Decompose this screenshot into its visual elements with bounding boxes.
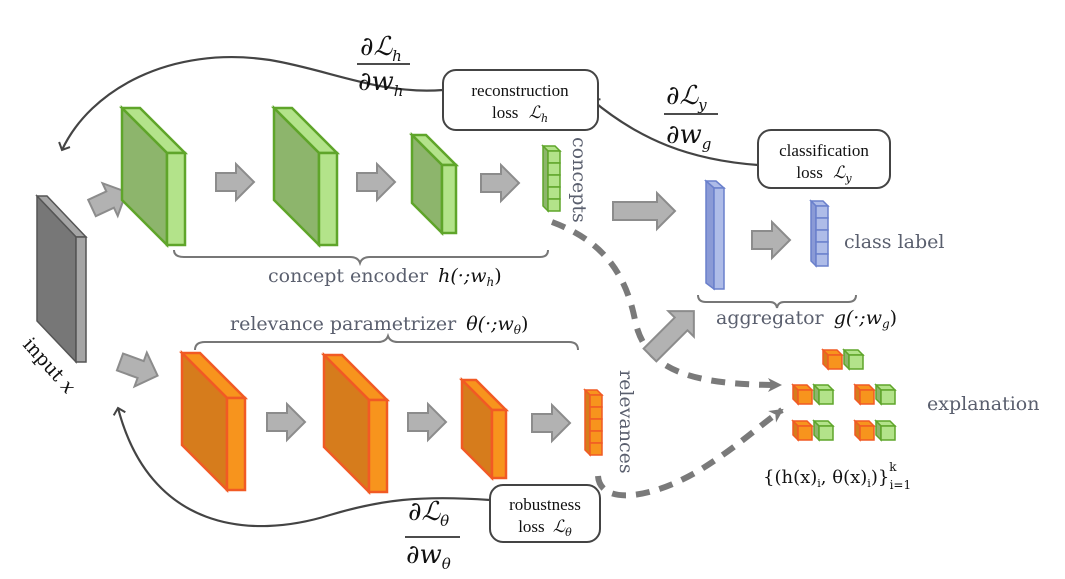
block-arrow [612, 190, 677, 232]
svg-text:robustness: robustness [509, 495, 581, 514]
input-layer [35, 194, 88, 364]
block-arrow [356, 161, 397, 203]
svg-text:loss ℒh: loss ℒh [492, 103, 548, 125]
svg-text:loss ℒθ: loss ℒθ [518, 517, 572, 539]
vector-cell [589, 430, 603, 444]
relevance-cube [791, 383, 814, 406]
vector-cell [547, 186, 561, 200]
concept-cube [842, 348, 865, 371]
vector-cell [589, 406, 603, 420]
aggregator-brace [697, 294, 857, 309]
gradient-arrow-robustness [112, 406, 491, 528]
svg-text:∂ℒy: ∂ℒy [666, 81, 707, 114]
relevances-vector-shape [583, 388, 604, 457]
relevance-layer-2 [320, 351, 391, 496]
block-arrow [407, 401, 448, 443]
svg-text:∂wθ: ∂wθ [406, 540, 451, 573]
relevance-cube [853, 419, 876, 442]
concept-encoder-label: concept encoder h(·;wh) [268, 265, 502, 289]
concept-cube [812, 419, 835, 442]
gradient-arrow-classification [590, 98, 759, 167]
reconstruction-loss-box: reconstruction loss ℒh [442, 69, 599, 131]
concepts-vector-shape [541, 144, 562, 213]
concept-layer-3 [408, 131, 460, 237]
block-arrow [642, 310, 695, 363]
concept-layer-1 [118, 104, 189, 249]
classification-loss-box: classification loss ℒy [757, 129, 891, 189]
gradient-fraction-reconstruction: ∂ℒh ∂wh [357, 32, 410, 100]
vector-cell [589, 442, 603, 456]
vector-cell [815, 217, 829, 231]
block-arrow [215, 161, 256, 203]
vector-cell [815, 229, 829, 243]
vector-cell [547, 174, 561, 188]
vector-cell [589, 394, 603, 408]
relevances-vector [583, 388, 604, 457]
concept-encoder-brace [173, 249, 549, 267]
concept-layer-2 [270, 104, 341, 249]
block-arrow [531, 402, 572, 444]
dashed-arrow-concepts-to-explanation [550, 219, 782, 392]
svg-text:reconstruction: reconstruction [471, 81, 569, 100]
relevance-parametrizer-label: relevance parametrizer θ(·;wθ) [230, 313, 528, 337]
explanation-cube-pairs [791, 348, 897, 442]
gradient-arrow-reconstruction [58, 56, 444, 152]
relevance-parametrizer-brace [194, 332, 579, 351]
vector-cell [815, 241, 829, 255]
gradient-fraction-classification: ∂ℒy ∂wg [664, 81, 718, 153]
concept-cube [874, 419, 897, 442]
relevance-layer-3 [458, 376, 510, 482]
block-arrow [86, 181, 128, 219]
vector-cell [589, 418, 603, 432]
class-label-vector-shape [809, 199, 830, 268]
vector-cell [547, 198, 561, 212]
block-arrow [480, 162, 521, 204]
concept-cube [812, 383, 835, 406]
svg-text:∂ℒh: ∂ℒh [360, 32, 402, 65]
block-arrow [115, 349, 159, 389]
robustness-loss-box: robustness loss ℒθ [489, 484, 601, 543]
class-label-vector [809, 199, 830, 268]
gradient-fraction-robustness: ∂ℒθ ∂wθ [405, 497, 460, 573]
aggregator-label: aggregator g(·;wg) [716, 307, 897, 331]
svg-text:∂ℒθ: ∂ℒθ [408, 497, 449, 530]
svg-text:classification: classification [779, 141, 869, 160]
relevance-cube [853, 383, 876, 406]
block-arrow [751, 219, 792, 261]
relevance-layer-1 [178, 349, 249, 494]
block-arrows [86, 161, 792, 444]
aggregator-layer [704, 179, 726, 291]
vector-cell [815, 253, 829, 267]
concepts-vector [541, 144, 562, 213]
vector-cell [547, 162, 561, 176]
relevances-label: relevances [615, 370, 637, 474]
svg-text:∂wg: ∂wg [666, 120, 711, 153]
concepts-label: concepts [568, 137, 590, 223]
relevance-cube [821, 348, 844, 371]
concept-cube [874, 383, 897, 406]
class-label-text: class label [844, 231, 944, 253]
explanation-label: explanation [927, 393, 1039, 415]
vector-cell [815, 205, 829, 219]
concept-encoder-layers [118, 104, 460, 249]
relevance-cube [791, 419, 814, 442]
vector-cell [547, 150, 561, 164]
relevance-parametrizer-layers [178, 349, 510, 496]
svg-text:loss ℒy: loss ℒy [796, 163, 852, 185]
svg-text:∂wh: ∂wh [358, 67, 403, 100]
block-arrow [266, 401, 307, 443]
